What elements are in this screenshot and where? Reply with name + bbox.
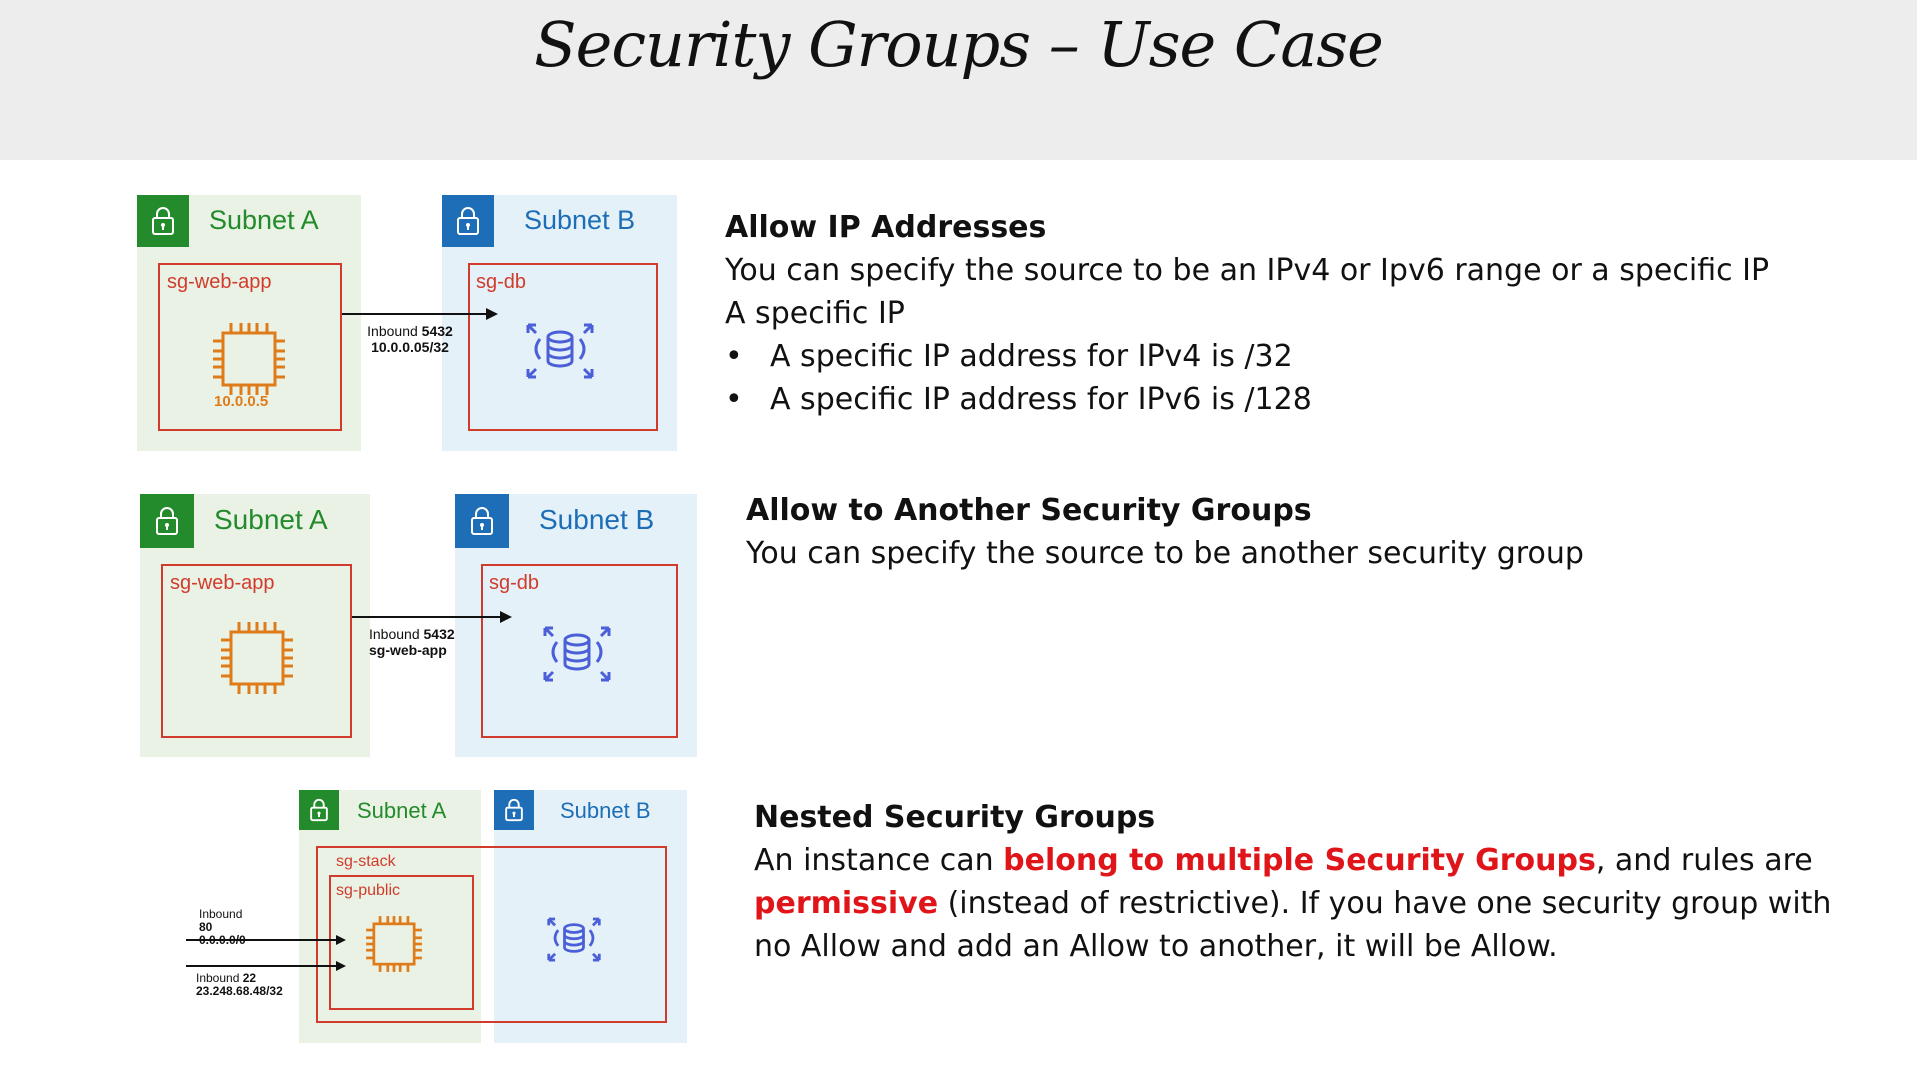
inbound-source: sg-web-app: [369, 642, 447, 658]
section-heading: Allow IP Addresses: [725, 210, 1047, 245]
sg-db-box: sg-db: [481, 564, 678, 738]
sg-inner-label: sg-public: [336, 882, 401, 899]
ec2-instance-icon: [217, 618, 297, 698]
sg-label: sg-db: [489, 572, 540, 594]
ec2-instance-icon: [209, 319, 289, 399]
section-text: (instead of restrictive). If you have on…: [938, 886, 1832, 921]
inbound-text: Inbound: [367, 323, 418, 339]
inbound-arrow-80: [186, 934, 346, 946]
sg-outer-label: sg-stack: [336, 853, 396, 870]
database-icon: [522, 311, 598, 387]
subnet-a-label: Subnet A: [357, 798, 447, 823]
subnet-b-label: Subnet B: [560, 798, 651, 823]
section-text: You can specify the source to be an IPv4…: [725, 253, 1770, 288]
connection-arrow: [352, 609, 512, 625]
sg-web-app-box: sg-web-app 10.0.0.5: [158, 263, 342, 431]
section-line: permissive (instead of restrictive). If …: [754, 882, 1884, 925]
connection-arrow: [342, 306, 498, 322]
instance-ip: 10.0.0.5: [214, 393, 269, 410]
database-icon: [544, 908, 604, 968]
list-item: • A specific IP address for IPv6 is /128: [725, 378, 1875, 421]
subnet-a-panel: Subnet A sg-web-app: [140, 494, 370, 757]
sg-public-box: sg-public: [329, 875, 474, 1010]
section-text: You can specify the source to be another…: [746, 536, 1584, 571]
bullet-glyph: •: [725, 382, 743, 417]
sg-label: sg-db: [476, 271, 527, 293]
title-bar: Security Groups – Use Case: [0, 0, 1917, 160]
bullet-glyph: •: [725, 339, 743, 374]
page-title: Security Groups – Use Case: [534, 8, 1384, 81]
inbound-port: 5432: [421, 323, 453, 339]
section-allow-sg: Allow to Another Security Groups You can…: [746, 489, 1866, 575]
section-nested-sg: Nested Security Groups An instance can b…: [754, 796, 1884, 968]
inbound-rule-label: Inbound 5432 sg-web-app: [369, 626, 479, 658]
lock-icon: [299, 790, 339, 830]
section-text: A specific IP: [725, 296, 905, 331]
inbound-arrow-22: [186, 960, 346, 972]
sg-label: sg-web-app: [167, 271, 272, 293]
sg-label: sg-web-app: [170, 572, 275, 594]
subnet-b-panel: Subnet B: [494, 790, 687, 1043]
inbound-text: Inbound: [196, 971, 240, 985]
sg-web-app-box: sg-web-app: [161, 564, 352, 738]
inbound-port: 80: [199, 920, 213, 934]
lock-icon: [442, 195, 494, 247]
inbound-text: Inbound: [199, 907, 243, 921]
inbound-rule-22-label: Inbound 22 23.248.68.48/32: [196, 972, 283, 998]
section-line: An instance can belong to multiple Secur…: [754, 839, 1884, 882]
list-item: • A specific IP address for IPv4 is /32: [725, 335, 1875, 378]
lock-icon: [137, 195, 189, 247]
highlight-text: belong to multiple Security Groups: [1003, 843, 1596, 878]
list-item-text: A specific IP address for IPv4 is /32: [770, 339, 1293, 374]
inbound-port: 22: [242, 971, 257, 985]
sg-db-box: sg-db: [468, 263, 658, 431]
inbound-source: 10.0.0.05/32: [371, 339, 449, 355]
subnet-b-panel: Subnet B sg-db: [442, 195, 677, 451]
list-item-text: A specific IP address for IPv6 is /128: [770, 382, 1312, 417]
inbound-source: 23.248.68.48/32: [196, 984, 283, 998]
subnet-b-label: Subnet B: [539, 504, 655, 535]
section-text: no Allow and add an Allow to another, it…: [754, 929, 1558, 964]
inbound-port: 5432: [423, 626, 455, 642]
section-text: , and rules are: [1595, 843, 1813, 878]
subnet-a-label: Subnet A: [209, 205, 319, 235]
section-heading: Nested Security Groups: [754, 800, 1156, 835]
section-text: An instance can: [754, 843, 1004, 878]
subnet-b-panel: Subnet B sg-db: [455, 494, 697, 757]
database-icon: [539, 614, 615, 690]
inbound-rule-label: Inbound 5432 10.0.0.05/32: [358, 323, 462, 355]
subnet-a-label: Subnet A: [214, 504, 328, 535]
section-allow-ip: Allow IP Addresses You can specify the s…: [725, 206, 1875, 421]
subnet-a-panel: Subnet A sg-web-app 10.0.0.5: [137, 195, 361, 451]
lock-icon: [455, 494, 509, 548]
section-heading: Allow to Another Security Groups: [746, 493, 1312, 528]
lock-icon: [494, 790, 534, 830]
highlight-text: permissive: [754, 886, 939, 921]
ec2-instance-icon: [363, 913, 425, 975]
subnet-b-label: Subnet B: [524, 205, 636, 235]
sg-stack-box: sg-stack: [316, 846, 667, 1023]
lock-icon: [140, 494, 194, 548]
inbound-text: Inbound: [369, 626, 420, 642]
